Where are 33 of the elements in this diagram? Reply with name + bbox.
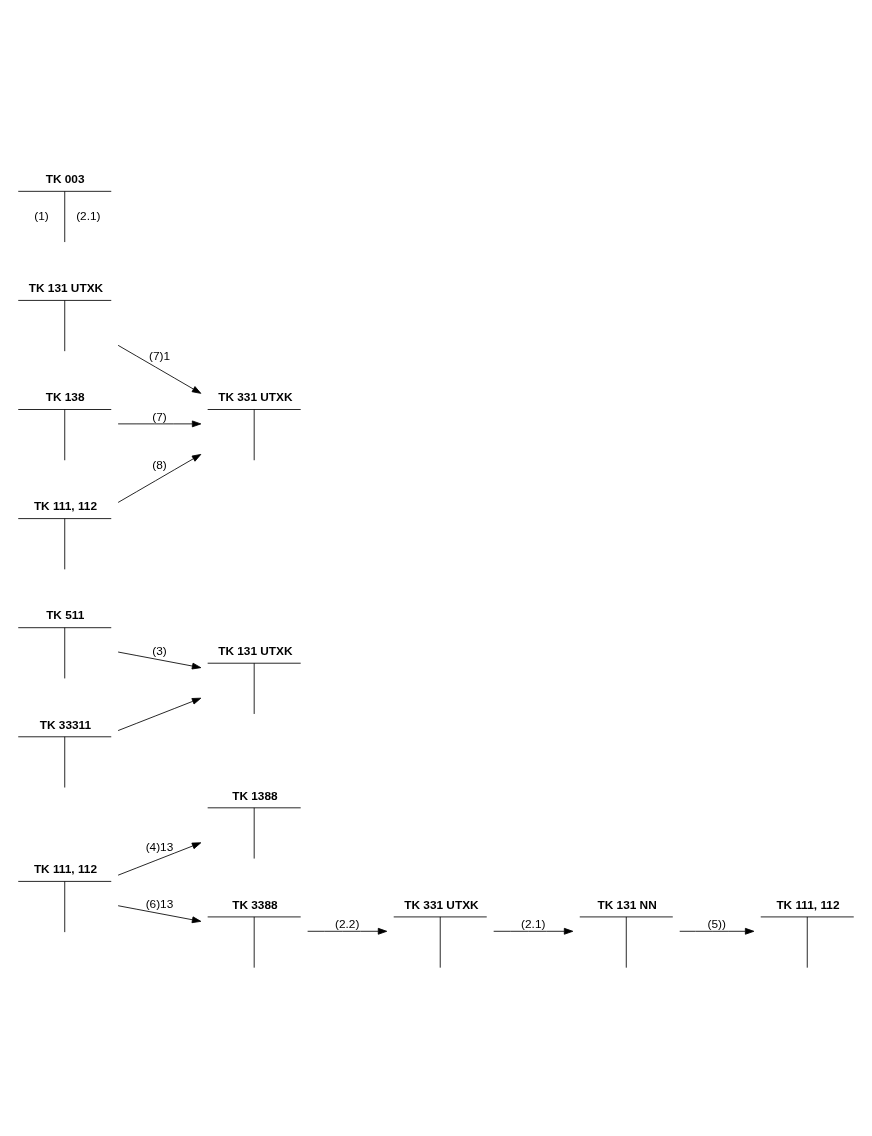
node-text: TK 131 UTXK: [218, 643, 293, 658]
edge-label: (3): [152, 643, 167, 658]
arrow: [117, 453, 202, 503]
node-text: TK 111, 112: [33, 498, 98, 513]
arrow: [493, 927, 574, 935]
arrow: [307, 927, 388, 935]
node-text: TK 331 UTXK: [404, 897, 479, 912]
edge-label: (8): [152, 457, 167, 472]
arrow: [679, 927, 755, 935]
arrow: [117, 904, 202, 923]
node-text: TK 003 (1) (2.1): [34, 171, 101, 223]
arrow: [117, 344, 202, 394]
node-text: TK 111, 112: [776, 897, 840, 912]
edge-label: (5)): [707, 916, 726, 931]
edge-label: (2.1): [521, 916, 546, 931]
node-text: TK 33311: [39, 717, 92, 731]
arrow: [117, 651, 202, 669]
node-text: TK 1388: [232, 788, 278, 803]
node-text: TK 111, 112: [33, 861, 98, 876]
edge-label: (6)13: [145, 896, 174, 911]
node-text: TK 131 NN: [597, 897, 657, 912]
edge-label: (4)13: [145, 839, 174, 854]
node-text: TK 3388: [232, 897, 278, 912]
edge-label: (7)1: [148, 348, 170, 363]
node-text: TK 131 UTXK: [28, 280, 104, 295]
node-text: TK 511: [46, 607, 85, 622]
node-text: TK 138: [45, 389, 85, 404]
arrow: [117, 841, 202, 876]
edge-label: (7): [152, 409, 167, 424]
edge-label: (2.2): [335, 916, 360, 931]
arrow: [117, 420, 202, 427]
arrow: [117, 697, 202, 731]
node-text: TK 331 UTXK: [218, 389, 293, 404]
